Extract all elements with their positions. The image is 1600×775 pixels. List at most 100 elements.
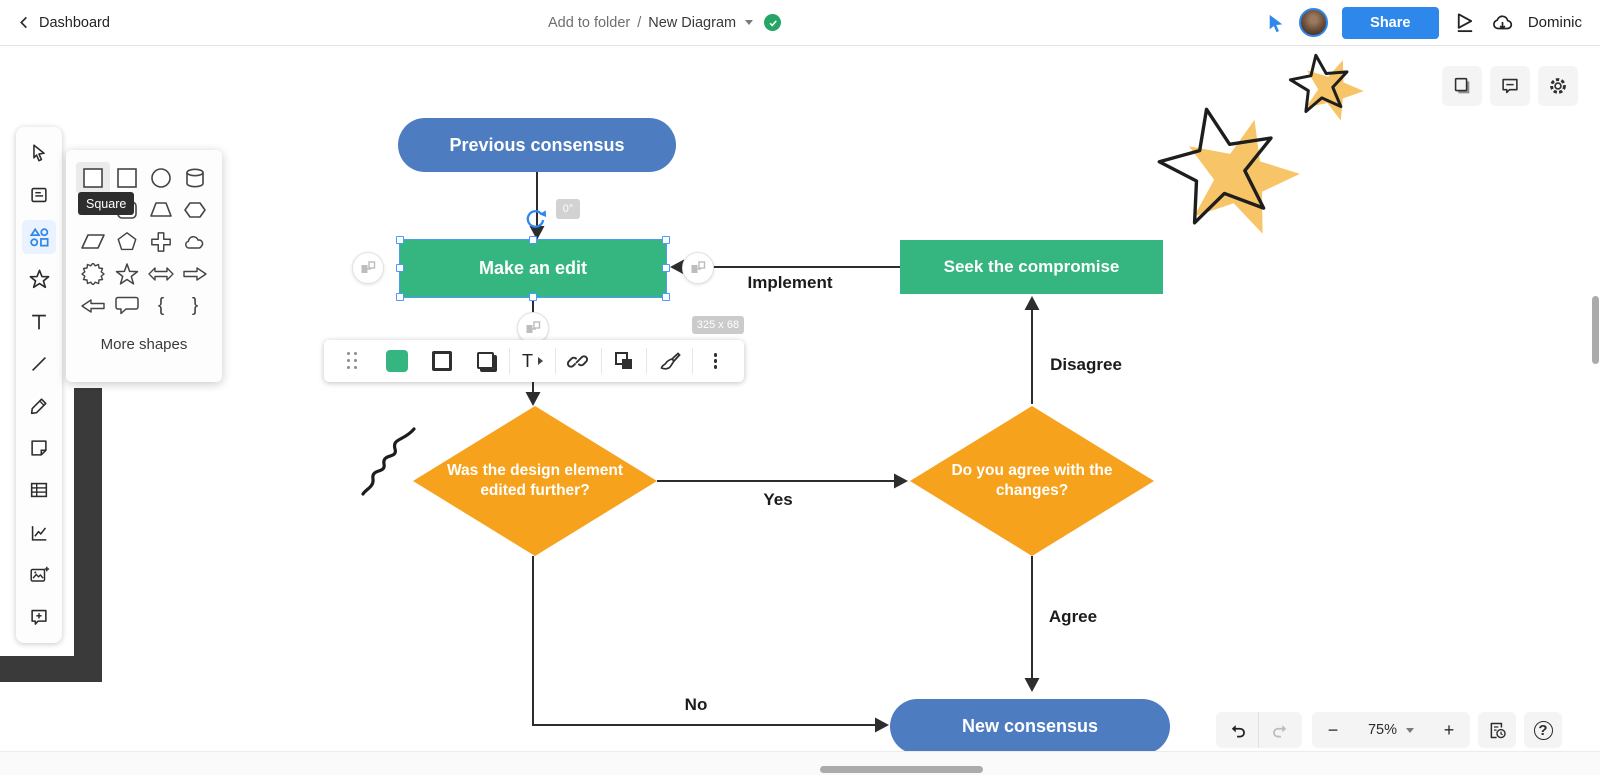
edge-label-no[interactable]: No: [684, 695, 708, 714]
present-button[interactable]: [1453, 11, 1476, 34]
download-button[interactable]: [1490, 11, 1514, 35]
star-doodle-large[interactable]: [1151, 97, 1310, 238]
sidebar-tool-text[interactable]: [22, 305, 56, 339]
rotate-handle-icon[interactable]: [523, 206, 548, 231]
document-title[interactable]: New Diagram: [648, 14, 737, 31]
sidebar-tool-favorites[interactable]: [22, 263, 56, 297]
shape-circle[interactable]: [144, 162, 178, 194]
shape-arrow-left[interactable]: [76, 290, 110, 322]
format-painter-button[interactable]: [647, 340, 692, 382]
shape-cylinder[interactable]: [178, 162, 212, 194]
edge-label-disagree[interactable]: Disagree: [1050, 355, 1122, 374]
canvas-dark-frame-shape[interactable]: [74, 388, 102, 682]
shape-hexagon[interactable]: [178, 194, 212, 226]
share-button[interactable]: Share: [1341, 6, 1439, 39]
shape-brace-right[interactable]: }: [191, 295, 199, 316]
version-history-button[interactable]: [1478, 712, 1516, 748]
add-to-folder-link[interactable]: Add to folder: [548, 14, 631, 31]
zoom-in-button[interactable]: +: [1432, 712, 1466, 748]
sidebar-tool-sticky-note[interactable]: [22, 431, 56, 465]
chevron-down-icon: [1406, 727, 1415, 733]
link-button[interactable]: [556, 340, 601, 382]
edge-label-yes[interactable]: Yes: [763, 490, 793, 509]
decision-agree-changes[interactable]: [910, 406, 1154, 556]
toolbar-drag-handle[interactable]: [330, 340, 375, 382]
resize-handle-sw[interactable]: [396, 293, 404, 301]
quick-add-right-button[interactable]: [682, 252, 714, 284]
sidebar-tool-shapes[interactable]: [22, 220, 56, 255]
resize-handle-se[interactable]: [662, 293, 670, 301]
more-options-button[interactable]: [693, 340, 738, 382]
star-icon: [29, 269, 49, 289]
undo-button[interactable]: [1216, 712, 1259, 748]
comments-button[interactable]: [1490, 66, 1530, 106]
redo-button[interactable]: [1259, 712, 1301, 748]
shape-grid: { }: [76, 162, 212, 322]
sidebar-tool-comment[interactable]: [22, 600, 56, 634]
header-right: Share Dominic: [1267, 0, 1582, 45]
user-menu[interactable]: Dominic: [1527, 14, 1582, 31]
canvas-dark-frame-shape[interactable]: [0, 656, 102, 682]
resize-handle-n[interactable]: [529, 236, 537, 244]
text-style-button[interactable]: T: [510, 340, 555, 382]
toolbar-separator: [600, 348, 602, 374]
node-previous-consensus[interactable]: Previous consensus: [398, 118, 676, 172]
sidebar-tool-notes[interactable]: [22, 178, 56, 212]
horizontal-scrollbar[interactable]: [820, 766, 983, 773]
saved-status-icon: [764, 14, 782, 31]
shape-square[interactable]: [76, 162, 110, 194]
chevron-left-icon: [20, 16, 27, 29]
resize-handle-w[interactable]: [396, 264, 404, 272]
vertical-scrollbar[interactable]: [1592, 296, 1599, 364]
fill-color-button[interactable]: [375, 340, 420, 382]
node-make-an-edit[interactable]: Make an edit: [400, 240, 666, 297]
node-seek-compromise[interactable]: Seek the compromise: [900, 240, 1163, 294]
back-to-dashboard[interactable]: Dashboard: [18, 0, 110, 45]
resize-handle-e[interactable]: [662, 264, 670, 272]
edge-label-agree[interactable]: Agree: [1048, 607, 1098, 626]
settings-button[interactable]: [1538, 66, 1578, 106]
shape-square-2[interactable]: [110, 162, 144, 194]
node-label: New consensus: [961, 716, 1099, 736]
resize-handle-s[interactable]: [529, 293, 537, 301]
sidebar-tool-pencil[interactable]: [22, 389, 56, 423]
comment-icon: [1502, 78, 1518, 94]
sidebar-tool-image[interactable]: [22, 558, 56, 592]
shape-arrow-right[interactable]: [178, 258, 212, 290]
sidebar-tool-line[interactable]: [22, 347, 56, 381]
chevron-down-icon[interactable]: [745, 20, 754, 25]
resize-handle-ne[interactable]: [662, 236, 670, 244]
node-new-consensus[interactable]: New consensus: [890, 699, 1170, 754]
shape-tooltip: Square: [78, 192, 135, 215]
quick-add-left-button[interactable]: [352, 252, 384, 284]
sidebar-tool-table[interactable]: [22, 473, 56, 507]
sidebar-tool-select[interactable]: [22, 136, 56, 170]
node-label: Make an edit: [478, 258, 588, 278]
resize-handle-nw[interactable]: [396, 236, 404, 244]
star-doodle-small[interactable]: [1288, 50, 1372, 125]
stroke-style-button[interactable]: [420, 340, 465, 382]
avatar[interactable]: [1298, 8, 1328, 37]
zoom-level-dropdown[interactable]: 75%: [1354, 712, 1428, 748]
pages-button[interactable]: [1442, 66, 1482, 106]
help-button[interactable]: ?: [1524, 712, 1562, 748]
more-shapes-link[interactable]: More shapes: [100, 336, 188, 353]
copy-style-button[interactable]: [602, 340, 647, 382]
shape-cross[interactable]: [144, 226, 178, 258]
shape-burst[interactable]: [76, 258, 110, 290]
shape-pentagon[interactable]: [110, 226, 144, 258]
shape-double-arrow[interactable]: [144, 258, 178, 290]
shape-trapezoid[interactable]: [144, 194, 178, 226]
edge-label-implement[interactable]: Implement: [747, 273, 833, 292]
shape-brace-left[interactable]: {: [157, 295, 165, 316]
sidebar-tool-chart[interactable]: [22, 516, 56, 550]
shape-star[interactable]: [110, 258, 144, 290]
quick-add-bottom-button[interactable]: [517, 312, 549, 344]
shadow-style-button[interactable]: [464, 340, 509, 382]
shape-callout[interactable]: [110, 290, 144, 322]
shape-cloud[interactable]: [178, 226, 212, 258]
shape-parallelogram[interactable]: [76, 226, 110, 258]
zoom-out-button[interactable]: −: [1316, 712, 1350, 748]
decision-design-edited[interactable]: [413, 406, 657, 556]
freehand-squiggle-shape[interactable]: [361, 427, 416, 496]
